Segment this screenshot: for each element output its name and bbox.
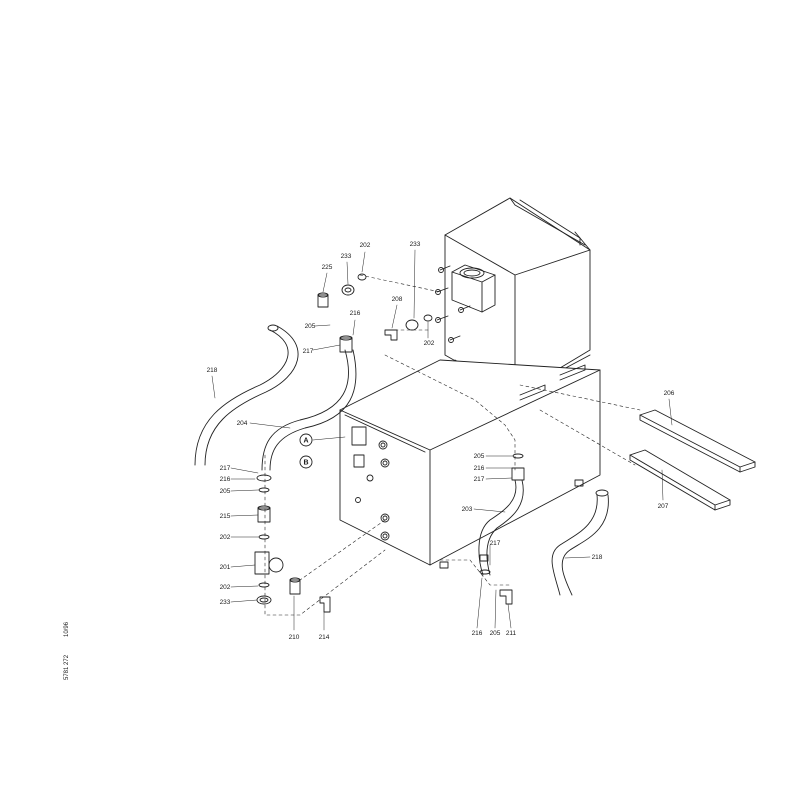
part-label: 225 [322,264,333,271]
part-label: 204 [237,420,248,427]
part-label: 218 [207,367,218,374]
part-label: 208 [392,296,403,303]
part-label: 202 [220,534,231,541]
doc-date: 10/96 [64,621,70,637]
part-labels: 202 233 225 205 216 217 233 208 202 218 … [207,241,675,641]
hose-218-left [194,324,299,466]
part-label: 217 [474,476,485,483]
callout-a-circle [299,433,313,447]
rail-206 [639,409,756,473]
part-label: 233 [341,253,352,260]
part-label: 205 [220,488,231,495]
part-label: 201 [220,564,231,571]
part-label: 216 [472,630,483,637]
part-label: 233 [410,241,421,248]
part-label: 205 [305,323,316,330]
part-label: 202 [360,242,371,249]
part-label: 214 [319,634,330,641]
part-label: 233 [220,599,231,606]
fittings-left [254,273,525,613]
part-label: 217 [220,465,231,472]
part-label: 205 [474,453,485,460]
callout-b-circle [299,455,313,469]
part-label: 203 [462,506,473,513]
lower-unit [339,359,601,569]
leader-lines [211,249,673,631]
part-label: 202 [424,340,435,347]
doc-number: 5781 272 [64,654,70,680]
part-label: 207 [658,503,669,510]
rail-207 [629,449,731,511]
part-label: 206 [664,390,675,397]
part-label: 202 [220,584,231,591]
hose-218-right [551,489,609,596]
part-label: 210 [289,634,300,641]
part-label: 217 [303,348,314,355]
hose-203 [478,479,524,576]
part-label: 215 [220,513,231,520]
upper-unit [435,197,591,399]
hose-204 [261,349,357,471]
part-label: 218 [592,554,603,561]
callout-a-label: A [303,438,308,445]
callout-b-label: B [303,460,308,467]
part-label: 211 [506,630,517,637]
part-label: 217 [490,540,501,547]
part-label: 216 [350,310,361,317]
part-label: 205 [490,630,501,637]
part-label: 216 [474,465,485,472]
part-label: 216 [220,476,231,483]
